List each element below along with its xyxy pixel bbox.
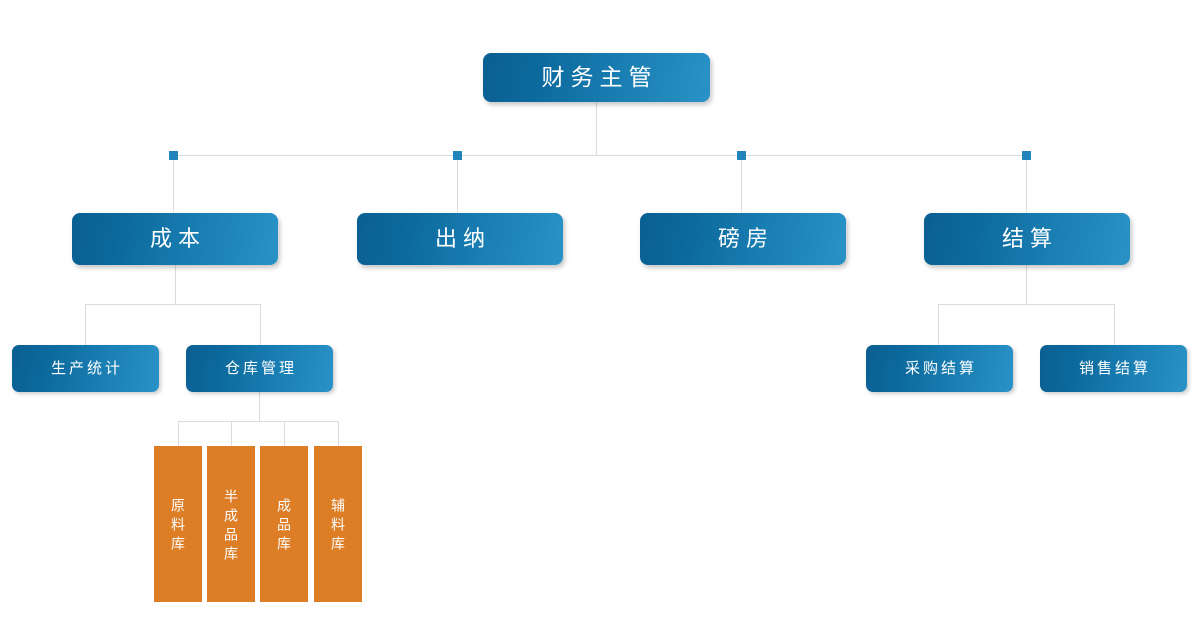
node-warehouse-management[interactable]: 仓库管理 [186,345,333,392]
connector-warehouse-to-finished [284,421,285,446]
connector-bus-to-cost [173,155,174,212]
connector-bus-to-settlement [1026,155,1027,212]
connector-warehouse-to-raw [178,421,179,446]
node-finance-supervisor[interactable]: 财务主管 [483,53,710,102]
node-weighing-room[interactable]: 磅房 [640,213,846,265]
node-settlement[interactable]: 结算 [924,213,1130,265]
node-finished-goods-warehouse[interactable]: 成品库 [260,446,308,602]
node-cost[interactable]: 成本 [72,213,278,265]
connector-level2-bus [173,155,1027,156]
node-purchase-settlement[interactable]: 采购结算 [866,345,1013,392]
connector-settlement-stem [1026,265,1027,304]
connector-settlement-to-purchase [938,304,939,345]
bus-marker-settlement [1022,151,1031,160]
node-auxiliary-material-warehouse-label: 辅料库 [330,498,346,555]
connector-root-stem [596,102,597,156]
node-raw-material-warehouse[interactable]: 原料库 [154,446,202,602]
connector-cost-to-warehouse [260,304,261,345]
connector-bus-to-cashier [457,155,458,212]
bus-marker-weighroom [737,151,746,160]
connector-cost-to-production [85,304,86,345]
node-production-statistics[interactable]: 生产统计 [12,345,159,392]
bus-marker-cashier [453,151,462,160]
connector-settlement-to-sales [1114,304,1115,345]
node-semi-finished-warehouse[interactable]: 半成品库 [207,446,255,602]
node-cashier[interactable]: 出纳 [357,213,563,265]
node-auxiliary-material-warehouse[interactable]: 辅料库 [314,446,362,602]
connector-settlement-bus [938,304,1114,305]
bus-marker-cost [169,151,178,160]
connector-warehouse-bus [178,421,338,422]
connector-warehouse-to-semi [231,421,232,446]
node-finished-goods-warehouse-label: 成品库 [276,498,292,555]
node-sales-settlement[interactable]: 销售结算 [1040,345,1187,392]
connector-cost-stem [175,265,176,304]
connector-warehouse-to-auxiliary [338,421,339,446]
node-raw-material-warehouse-label: 原料库 [170,498,186,555]
connector-bus-to-weighroom [741,155,742,212]
connector-cost-bus [85,304,260,305]
connector-warehouse-stem [259,392,260,421]
node-semi-finished-warehouse-label: 半成品库 [223,488,239,565]
